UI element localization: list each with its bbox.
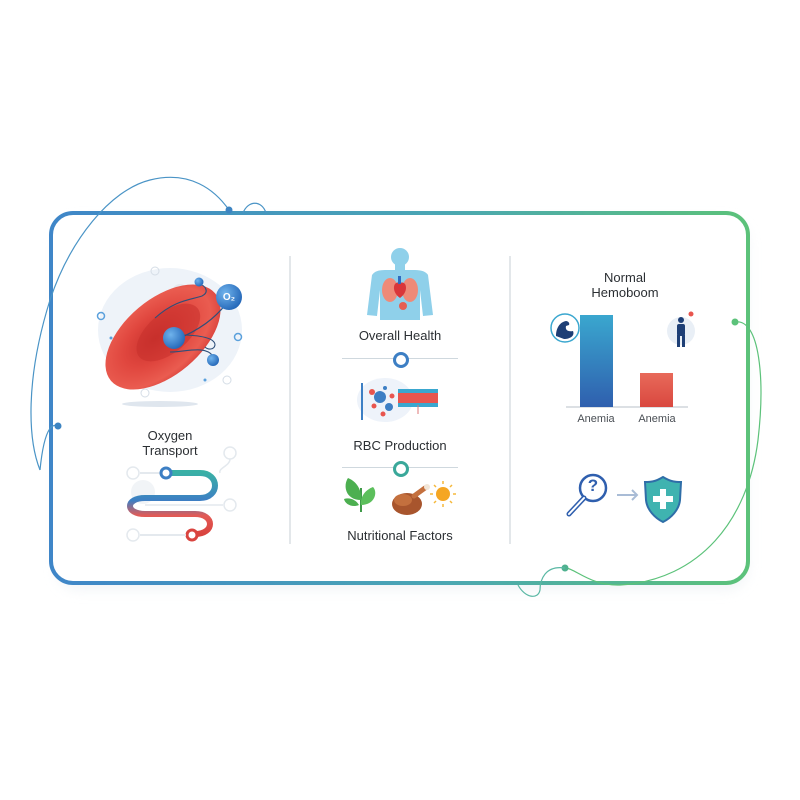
- molecule-label: O₂: [222, 292, 236, 303]
- bone-marrow-rbc-icon: [357, 378, 438, 422]
- leaf-icon: [344, 478, 376, 512]
- bar-label-normal: Anemia: [577, 413, 615, 425]
- arrow-right-icon: [617, 489, 639, 501]
- sun-icon: [430, 481, 456, 507]
- oxygen-transport-pathway: [126, 446, 237, 542]
- shield-plus-icon: [643, 475, 683, 524]
- oxygen-transport-title-line2: Transport: [142, 443, 198, 458]
- hemoglobin-title-line2: Hemoboom: [591, 285, 659, 300]
- roast-chicken-icon: [392, 484, 430, 515]
- human-torso-organs-icon: [367, 248, 433, 320]
- connector-node-2: [393, 461, 409, 477]
- nutritional-factors-label: Nutritional Factors: [347, 528, 453, 543]
- hemoglobin-bar-chart: [566, 315, 688, 408]
- magnifier-question-icon: [566, 473, 608, 517]
- question-mark-glyph: ?: [587, 476, 599, 495]
- oxygen-transport-title-line1: Oxygen: [147, 428, 193, 443]
- hemoglobin-title-line1: Normal: [604, 270, 646, 285]
- column-divider-right: [509, 256, 511, 544]
- column-divider-left: [289, 256, 291, 544]
- person-icon: [667, 311, 695, 347]
- overall-health-label: Overall Health: [358, 328, 442, 343]
- bar-label-anemia: Anemia: [638, 413, 676, 425]
- rbc-illustration: [96, 266, 243, 407]
- flexed-arm-icon: [550, 313, 580, 343]
- connector-node-1: [393, 352, 409, 368]
- rbc-production-label: RBC Production: [353, 438, 447, 453]
